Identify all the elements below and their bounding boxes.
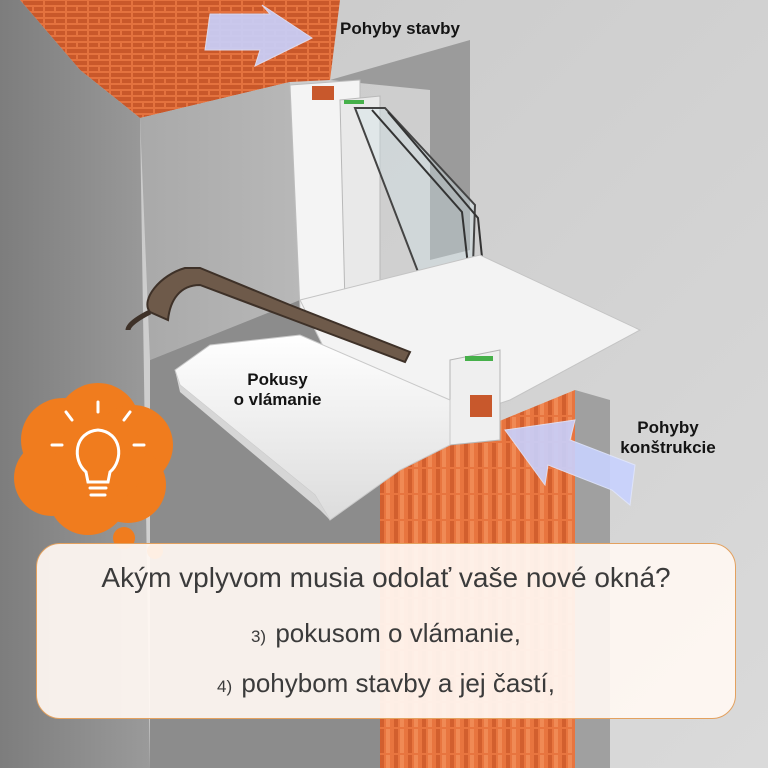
lightbulb-icon <box>50 400 146 497</box>
item-text: pokusom o vlámanie, <box>275 618 522 648</box>
window-sill-edge <box>175 370 330 520</box>
label-text: Pohyby stavby <box>340 19 460 38</box>
crowbar-hook <box>125 309 152 331</box>
gasket-green-bottom <box>465 356 493 361</box>
frame-steel-insert <box>312 86 334 100</box>
label-line-1: Pohyby <box>637 418 699 437</box>
label-movements-construction: Pohyby konštrukcie <box>588 418 748 459</box>
crowbar-icon <box>146 267 412 364</box>
arrow-right-icon <box>504 419 636 506</box>
item-number: 4) <box>217 677 233 696</box>
frame-bottom-insert <box>470 395 492 417</box>
label-movements-building: Pohyby stavby <box>300 19 500 39</box>
arrow-top-icon <box>204 4 314 67</box>
label-line-2: konštrukcie <box>620 438 716 458</box>
question-title: Akým vplyvom musia odolať vaše nové okná… <box>101 562 671 593</box>
idea-cloud <box>14 383 173 559</box>
question-item: 3) pokusom o vlámanie, <box>37 618 735 649</box>
label-line-1: Pokusy <box>247 370 308 389</box>
question-box: Akým vplyvom musia odolať vaše nové okná… <box>36 543 736 719</box>
gasket-green-top <box>344 100 364 104</box>
label-burglary-attempts: Pokusy o vlámanie <box>215 370 340 411</box>
question-item: 4) pohybom stavby a jej častí, <box>37 668 735 699</box>
upper-wall-right <box>330 40 470 260</box>
item-number: 3) <box>250 627 267 646</box>
item-text: pohybom stavby a jej častí, <box>241 668 555 698</box>
label-line-2: o vlámanie <box>233 390 322 410</box>
